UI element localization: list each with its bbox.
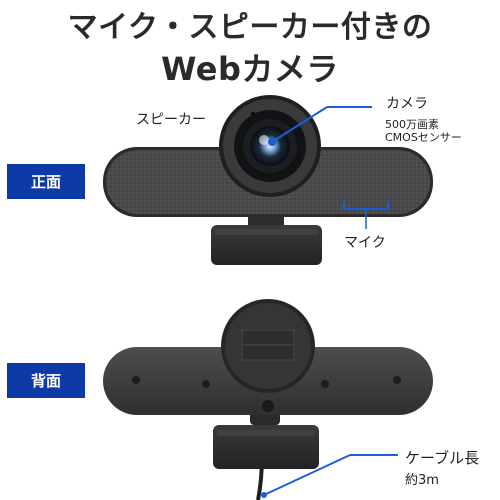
speaker-label: スピーカー <box>136 112 206 128</box>
camera-label: カメラ <box>386 96 428 112</box>
cable-length-value: 約3m <box>405 473 439 488</box>
cable-length-label: ケーブル長 <box>405 449 480 467</box>
mic-label: マイク <box>344 235 386 251</box>
cable-callout <box>261 454 398 498</box>
back-camera-housing <box>221 299 315 412</box>
camera-callout <box>268 106 372 146</box>
headline-line-2: Webカメラ <box>161 50 339 88</box>
headline-line-1: マイク・スピーカー付きの <box>67 10 433 45</box>
camera-spec-line-2: CMOSセンサー <box>385 131 462 144</box>
front-view-badge: 正面 <box>7 164 85 199</box>
front-camera-housing <box>219 95 321 197</box>
back-view-badge: 背面 <box>7 363 85 398</box>
camera-spec-line-1: 500万画素 <box>385 118 439 131</box>
